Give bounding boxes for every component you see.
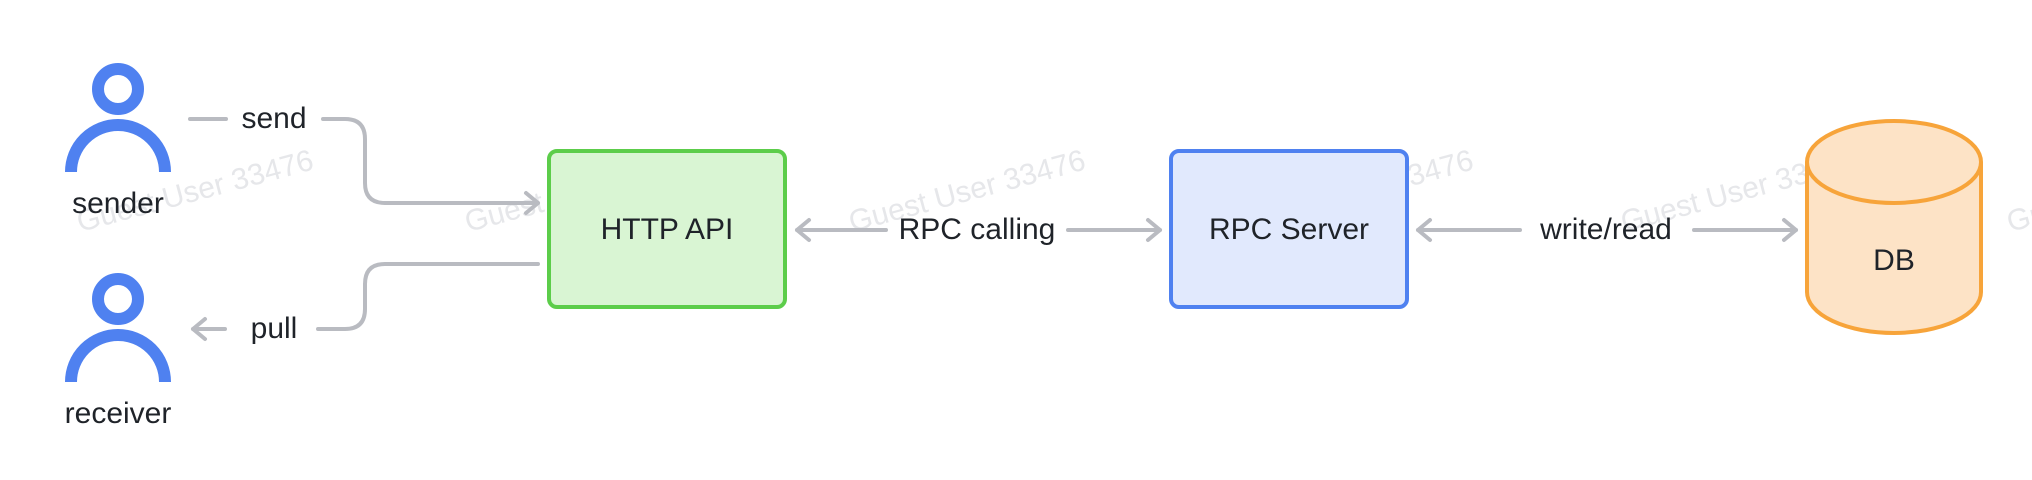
pull-label: pull	[251, 312, 298, 345]
db-cylinder-top-rim	[1805, 161, 1983, 205]
db-label: DB	[1873, 244, 1915, 277]
sender-label: sender	[72, 187, 164, 220]
write-read-arrowhead-right	[1782, 218, 1798, 242]
receiver-actor[interactable]: receiver	[65, 273, 172, 430]
sender-actor[interactable]: sender	[65, 63, 171, 220]
http-api-label: HTTP API	[601, 213, 734, 246]
rpc-calling-arrowhead-right	[1146, 218, 1162, 242]
write-read-arrowhead-left	[1416, 218, 1432, 242]
write-read-label: write/read	[1539, 213, 1672, 246]
send-connector	[321, 117, 540, 205]
receiver-person-icon-body	[65, 329, 171, 383]
sender-person-icon-body	[65, 119, 171, 173]
http-api-node[interactable]: HTTP API	[547, 149, 787, 309]
pull-connector	[316, 262, 540, 331]
send-label: send	[241, 102, 306, 135]
receiver-label: receiver	[65, 397, 172, 430]
watermark: Guest User 33476	[2003, 144, 2032, 239]
rpc-server-node[interactable]: RPC Server	[1169, 149, 1409, 309]
db-node[interactable]: DB	[1805, 119, 1983, 335]
receiver-person-icon-head	[92, 273, 144, 325]
rpc-server-box	[1169, 149, 1409, 309]
sender-person-icon-head	[92, 63, 144, 115]
rpc-calling-label: RPC calling	[899, 213, 1056, 246]
connectors	[188, 117, 1798, 341]
rpc-calling-arrowhead-left	[795, 218, 811, 242]
pull-arrowhead	[191, 317, 207, 341]
send-arrowhead	[524, 191, 540, 215]
db-cylinder-body	[1805, 119, 1983, 335]
http-api-box	[547, 149, 787, 309]
rpc-server-label: RPC Server	[1209, 213, 1369, 246]
